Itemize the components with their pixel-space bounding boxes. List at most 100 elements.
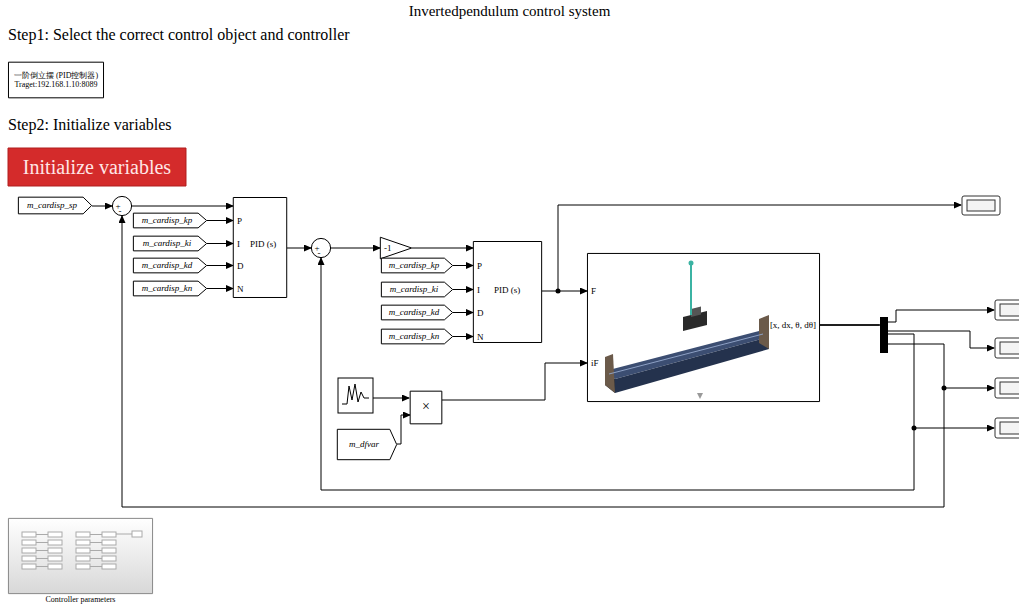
signal-line [207,288,233,289]
drawing-part [410,391,442,424]
block-text: m_cardisp_kn [142,283,199,293]
drawing-part [888,310,994,322]
mux-bar [880,317,888,353]
port-label: D [477,308,484,317]
block-text: m_cardisp_sp [27,200,83,210]
signal-line [453,312,473,313]
block-text: Traget:192.168.1.10:8089 [14,80,97,89]
drawing-part [76,548,90,553]
drawing-part [36,534,48,535]
drawing-part [587,253,819,401]
from-tag: m_cardisp_kp [381,258,453,273]
drawing-part [995,418,1019,438]
drawing-part [690,263,692,315]
drawing-part [373,398,409,399]
drawing-part [112,196,131,215]
drawing-part [48,548,62,553]
drawing-part [1000,304,1019,316]
subsystem-icon [8,518,153,594]
drawing-part [1000,342,1019,354]
drawing-part [880,317,888,353]
drawing-part [22,540,36,545]
sum-block: +- [311,238,331,258]
drawing-part [689,261,694,266]
block-text: × [422,399,430,415]
drawing-part [942,386,947,391]
port-label: PID (s) [250,239,276,248]
signal-line [442,363,587,400]
signal-line [453,265,473,266]
from-tag: m_cardisp_kd [381,305,453,320]
drawing-part [90,558,102,559]
port-label: -1 [384,244,392,253]
drawing-part [337,429,396,459]
sum-block: +- [112,196,132,216]
from-tag: m_cardisp_kn [133,281,207,296]
block-text: m_cardisp_ki [143,238,198,248]
port-label: I [237,239,240,248]
port-label: - [318,249,321,258]
from-tag: m_cardisp_ki [381,282,453,297]
drawing-part [995,378,1019,398]
drawing-part [381,329,452,344]
block-caption: Controller parameters [8,596,153,604]
drawing-part [48,532,62,537]
block-text: Initialize variables [23,156,171,179]
drawing-part [609,334,763,374]
drawing-part [102,540,116,545]
signal-line [453,289,473,290]
drawing-part [36,558,48,559]
signal-generator [338,378,373,413]
port-label: N [237,284,244,293]
drawing-part [995,300,1019,320]
drawing-part [102,564,116,569]
drawing-part [116,534,132,535]
drawing-part [36,566,48,567]
port-label: PID (s) [494,285,520,294]
drawing-part [338,378,373,413]
drawing-part [133,213,206,228]
signal-line [542,291,587,292]
drawing-part [90,566,102,567]
drawing-part [102,548,116,553]
goto-tag: m_cardisp_sp [18,197,92,214]
port-label: I [477,285,480,294]
init-button: Initialize variables [8,148,186,186]
drawing-part [820,325,879,326]
block-text: m_cardisp_kd [389,307,446,317]
drawing-part [381,258,452,273]
drawing-part [342,384,369,404]
drawing-part [311,238,330,257]
from-tag: m_cardisp_ki [133,236,207,251]
drawing-part [22,564,36,569]
port-label: - [119,207,122,216]
drawing-part [995,338,1019,358]
drawing-part [22,556,36,561]
block-text: m_cardisp_kd [142,260,199,270]
drawing-part [36,550,48,551]
from-tag: m_cardisp_kn [381,329,453,344]
drawing-part [962,196,1000,215]
signal-line [132,206,233,207]
gain-block: -1 [380,237,412,259]
drawing-part [76,540,90,545]
port-label: D [237,261,244,270]
subsystem-block: Controller parameters [8,518,153,594]
drawing-part [944,388,994,389]
from-tag: m_dfvar [337,429,397,460]
drawing-part [48,556,62,561]
pid-block: P I D N PID (s) [233,197,287,298]
drawing-part [102,556,116,561]
from-tag: m_cardisp_kp [133,213,207,228]
target-selector-box: 一阶倒立摆 (PID控制器)Traget:192.168.1.10:8089 [8,62,104,98]
product-block: × [410,391,442,424]
diagram-title: Invertedpendulum control system [0,3,1019,20]
block-text: m_cardisp_kp [389,260,446,270]
port-label: N [477,332,484,341]
port-label: P [237,216,242,225]
drawing-part [1000,422,1019,434]
block-outline [112,196,132,216]
signal-line [331,248,380,249]
drawing-part [380,237,411,259]
